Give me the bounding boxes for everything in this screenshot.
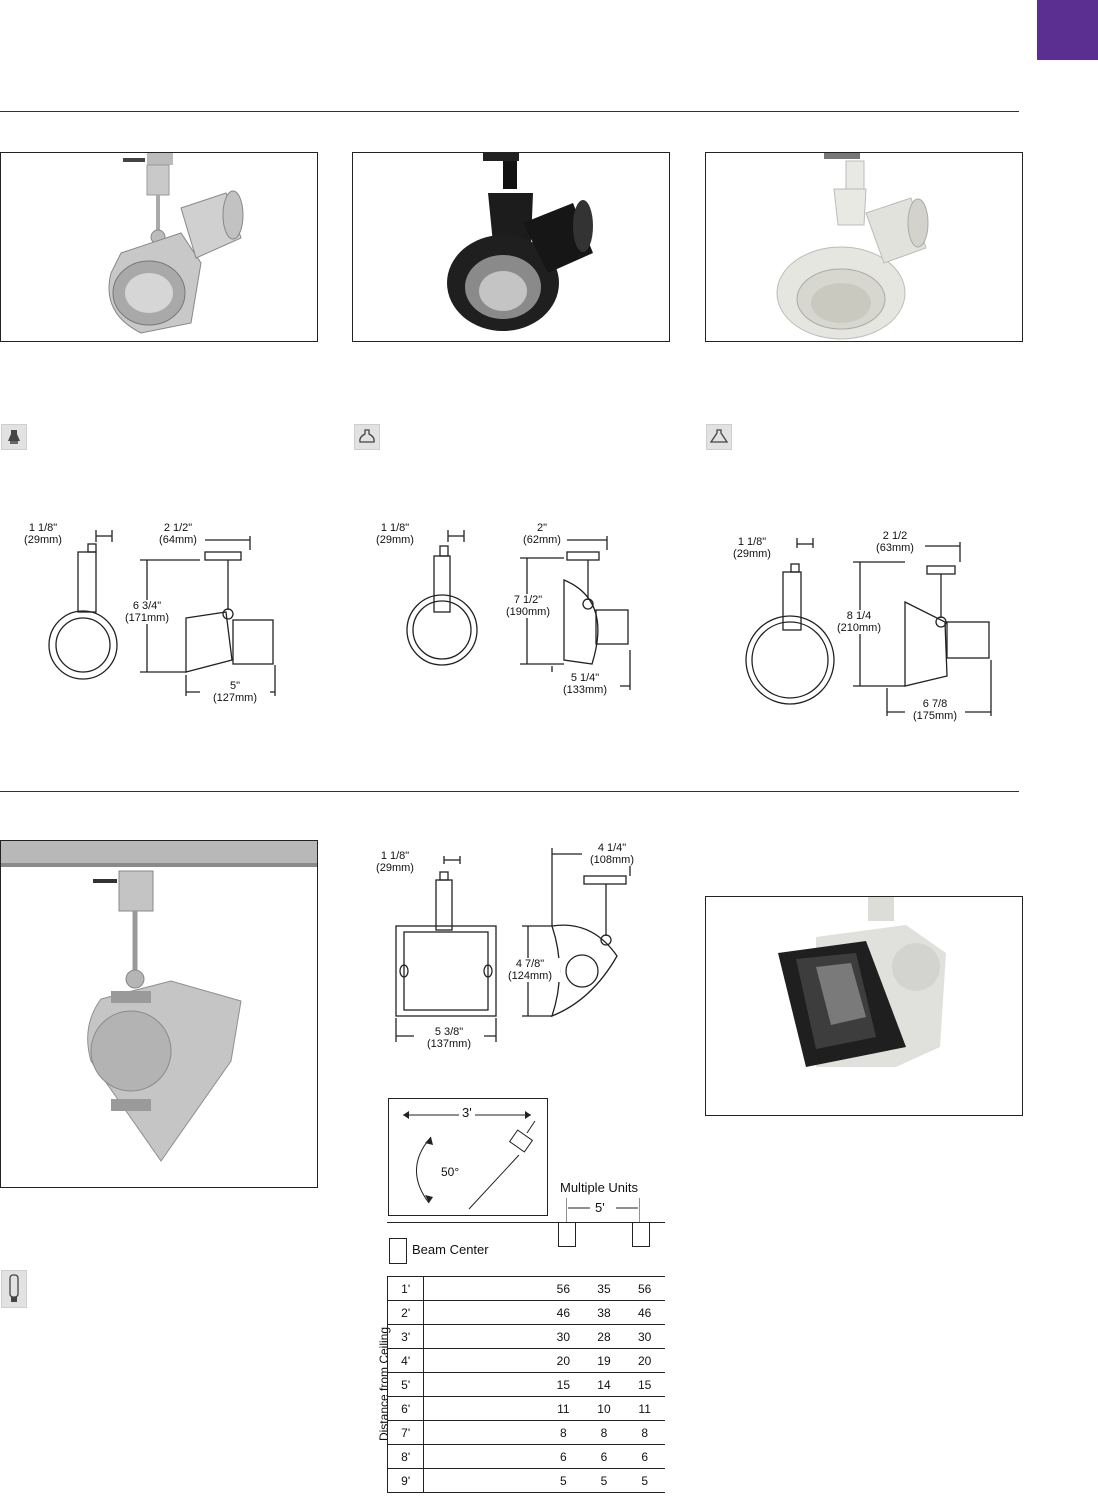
cfl-lamp-icon: [706, 424, 732, 450]
fixture-photo-black: [352, 152, 670, 342]
fixture-photo-silver-large: [0, 840, 318, 1188]
dim-width-label: 1 1/8"(29mm): [733, 536, 771, 560]
dim-depth-label: 5 3/8"(137mm): [414, 1026, 484, 1050]
section-divider-middle: [0, 791, 1019, 792]
fixture-photo-white: [705, 152, 1023, 342]
dim-width-label: 1 1/8"(29mm): [376, 850, 414, 874]
br-lamp-icon: [354, 424, 380, 450]
multiple-units-distance: 5': [595, 1200, 605, 1215]
aiming-diagram: 3' 50°: [388, 1098, 548, 1216]
par-lamp-icon: [1, 424, 27, 450]
dim-width-label: 1 1/8"(29mm): [24, 522, 62, 546]
dimension-drawing-4: 1 1/8"(29mm) 4 1/4"(108mm) 4 7/8"(124mm)…: [352, 840, 682, 1060]
unit-marker-left: [558, 1222, 576, 1247]
section-divider-top: [0, 111, 1019, 112]
dim-depth-label: 5"(127mm): [200, 680, 270, 704]
section-tab: [1037, 0, 1098, 60]
beam-center-swatch: [389, 1238, 407, 1264]
unit-marker-right: [632, 1222, 650, 1247]
dim-top-label: 2 1/2(63mm): [876, 530, 914, 554]
accessory-photo-black-shield: [705, 896, 1023, 1116]
dim-height-label: 8 1/4(210mm): [829, 610, 889, 634]
dim-height-label: 7 1/2"(190mm): [494, 594, 562, 618]
dimension-drawing-1: 1 1/8"(29mm) 2 1/2"(64mm) 6 3/4"(171mm) …: [0, 500, 330, 730]
dimension-drawing-2: 1 1/8"(29mm) 2"(62mm) 7 1/2"(190mm) 5 1/…: [352, 500, 682, 730]
table-top-rule: [387, 1222, 665, 1223]
dim-top-label: 4 1/4"(108mm): [582, 842, 642, 866]
dim-top-label: 2"(62mm): [523, 522, 561, 546]
fixture-photo-silver: [0, 152, 318, 342]
multiple-units-label: Multiple Units: [560, 1180, 639, 1195]
tube-lamp-icon: [1, 1270, 27, 1308]
aiming-distance: 3': [459, 1105, 475, 1120]
dim-height-label: 4 7/8"(124mm): [500, 958, 560, 982]
multiple-units-spacing: 5': [566, 1198, 640, 1222]
dim-width-label: 1 1/8"(29mm): [376, 522, 414, 546]
dim-depth-label: 6 7/8(175mm): [905, 698, 965, 722]
aiming-angle: 50°: [441, 1165, 460, 1179]
beam-center-label: Beam Center: [412, 1242, 489, 1257]
dimension-drawing-3: 1 1/8"(29mm) 2 1/2(63mm) 8 1/4(210mm) 6 …: [705, 510, 1035, 740]
dim-depth-label: 5 1/4"(133mm): [550, 672, 620, 696]
dim-height-label: 6 3/4"(171mm): [112, 600, 182, 624]
dim-top-label: 2 1/2"(64mm): [159, 522, 197, 546]
